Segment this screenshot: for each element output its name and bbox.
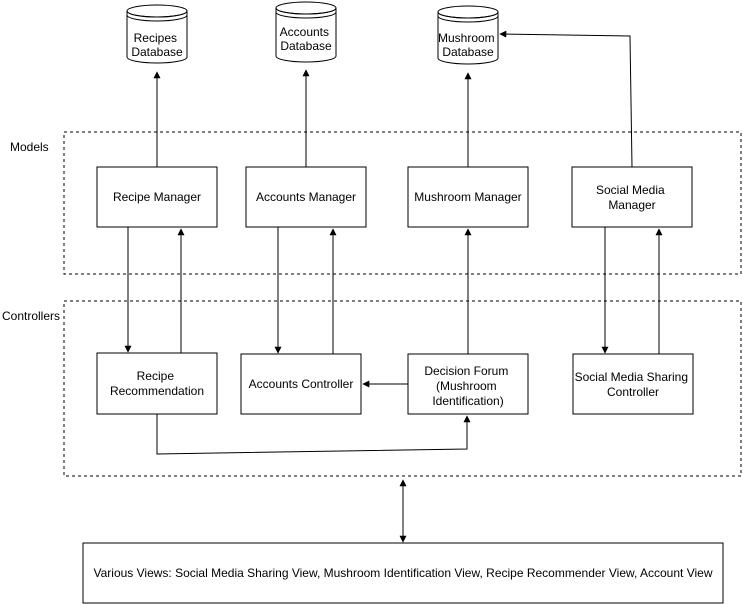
decision-forum-label: Decision Forum (Mushroom Identification) bbox=[424, 364, 511, 408]
recipes-database-label-line-2: Database bbox=[131, 45, 183, 59]
accounts-database-label-line-2: Database bbox=[280, 39, 332, 53]
recipe-manager-label: Recipe Manager bbox=[113, 190, 201, 204]
mushroom-database[interactable]: Mushroom Database bbox=[437, 5, 499, 65]
accounts-manager[interactable]: Accounts Manager bbox=[245, 166, 367, 228]
mushroom-manager[interactable]: Mushroom Manager bbox=[407, 166, 529, 228]
controllers-group bbox=[63, 300, 742, 477]
decision-forum-label-line-1: Decision Forum bbox=[424, 364, 508, 378]
recipes-database[interactable]: Recipes Database bbox=[126, 4, 188, 64]
social-media-manager-label-line-2: Manager bbox=[608, 198, 655, 212]
social-media-manager-label-line-1: Social Media bbox=[596, 183, 665, 197]
decision-forum-label-line-3: Identification) bbox=[432, 394, 503, 408]
views-box-label-line-1: Various Views: Social Media Sharing View… bbox=[94, 566, 713, 580]
social-media-sharing-controller-label-line-2: Controller bbox=[607, 385, 659, 399]
decision-forum-label-line-2: (Mushroom bbox=[436, 379, 497, 393]
recipe-recommendation[interactable]: Recipe Recommendation bbox=[96, 352, 218, 415]
controllers-group-label: Controllers bbox=[2, 309, 60, 323]
edge-social-media-manager-to-mushroom-db bbox=[499, 30, 633, 168]
accounts-controller[interactable]: Accounts Controller bbox=[240, 353, 362, 415]
decision-forum[interactable]: Decision Forum (Mushroom Identification) bbox=[407, 353, 529, 415]
recipe-recommendation-label: Recipe Recommendation bbox=[110, 369, 204, 398]
views-box[interactable]: Various Views: Social Media Sharing View… bbox=[82, 542, 724, 604]
recipes-database-label-line-1: Recipes bbox=[134, 31, 177, 45]
accounts-database-label: Accounts Database bbox=[280, 25, 333, 53]
mushroom-database-label: Mushroom Database bbox=[438, 31, 498, 59]
views-box-label: Various Views: Social Media Sharing View… bbox=[94, 566, 713, 580]
social-media-manager[interactable]: Social Media Manager bbox=[571, 166, 693, 228]
mushroom-manager-label-line-1: Mushroom Manager bbox=[414, 190, 521, 204]
models-group-label: Models bbox=[10, 140, 49, 154]
accounts-database-label-line-1: Accounts bbox=[280, 25, 329, 39]
accounts-manager-label-line-1: Accounts Manager bbox=[256, 190, 356, 204]
models-group bbox=[63, 131, 742, 275]
recipe-recommendation-label-line-2: Recommendation bbox=[110, 384, 204, 398]
accounts-controller-label: Accounts Controller bbox=[249, 377, 354, 391]
social-media-sharing-controller[interactable]: Social Media Sharing Controller bbox=[572, 353, 694, 415]
social-media-manager-label: Social Media Manager bbox=[596, 183, 668, 212]
recipes-database-label: Recipes Database bbox=[131, 31, 183, 59]
recipe-manager[interactable]: Recipe Manager bbox=[96, 166, 218, 228]
edge-recipe-recommendation-to-decision-forum bbox=[156, 414, 471, 455]
social-media-sharing-controller-label: Social Media Sharing Controller bbox=[575, 370, 692, 399]
accounts-controller-label-line-1: Accounts Controller bbox=[249, 377, 354, 391]
accounts-manager-label: Accounts Manager bbox=[256, 190, 356, 204]
mushroom-database-label-line-2: Database bbox=[442, 45, 494, 59]
accounts-database[interactable]: Accounts Database bbox=[275, 1, 337, 63]
recipe-manager-label-line-1: Recipe Manager bbox=[113, 190, 201, 204]
mushroom-manager-label: Mushroom Manager bbox=[414, 190, 521, 204]
mushroom-database-label-line-1: Mushroom bbox=[438, 31, 495, 45]
social-media-sharing-controller-label-line-1: Social Media Sharing bbox=[575, 370, 688, 384]
recipe-recommendation-label-line-1: Recipe bbox=[137, 369, 175, 383]
